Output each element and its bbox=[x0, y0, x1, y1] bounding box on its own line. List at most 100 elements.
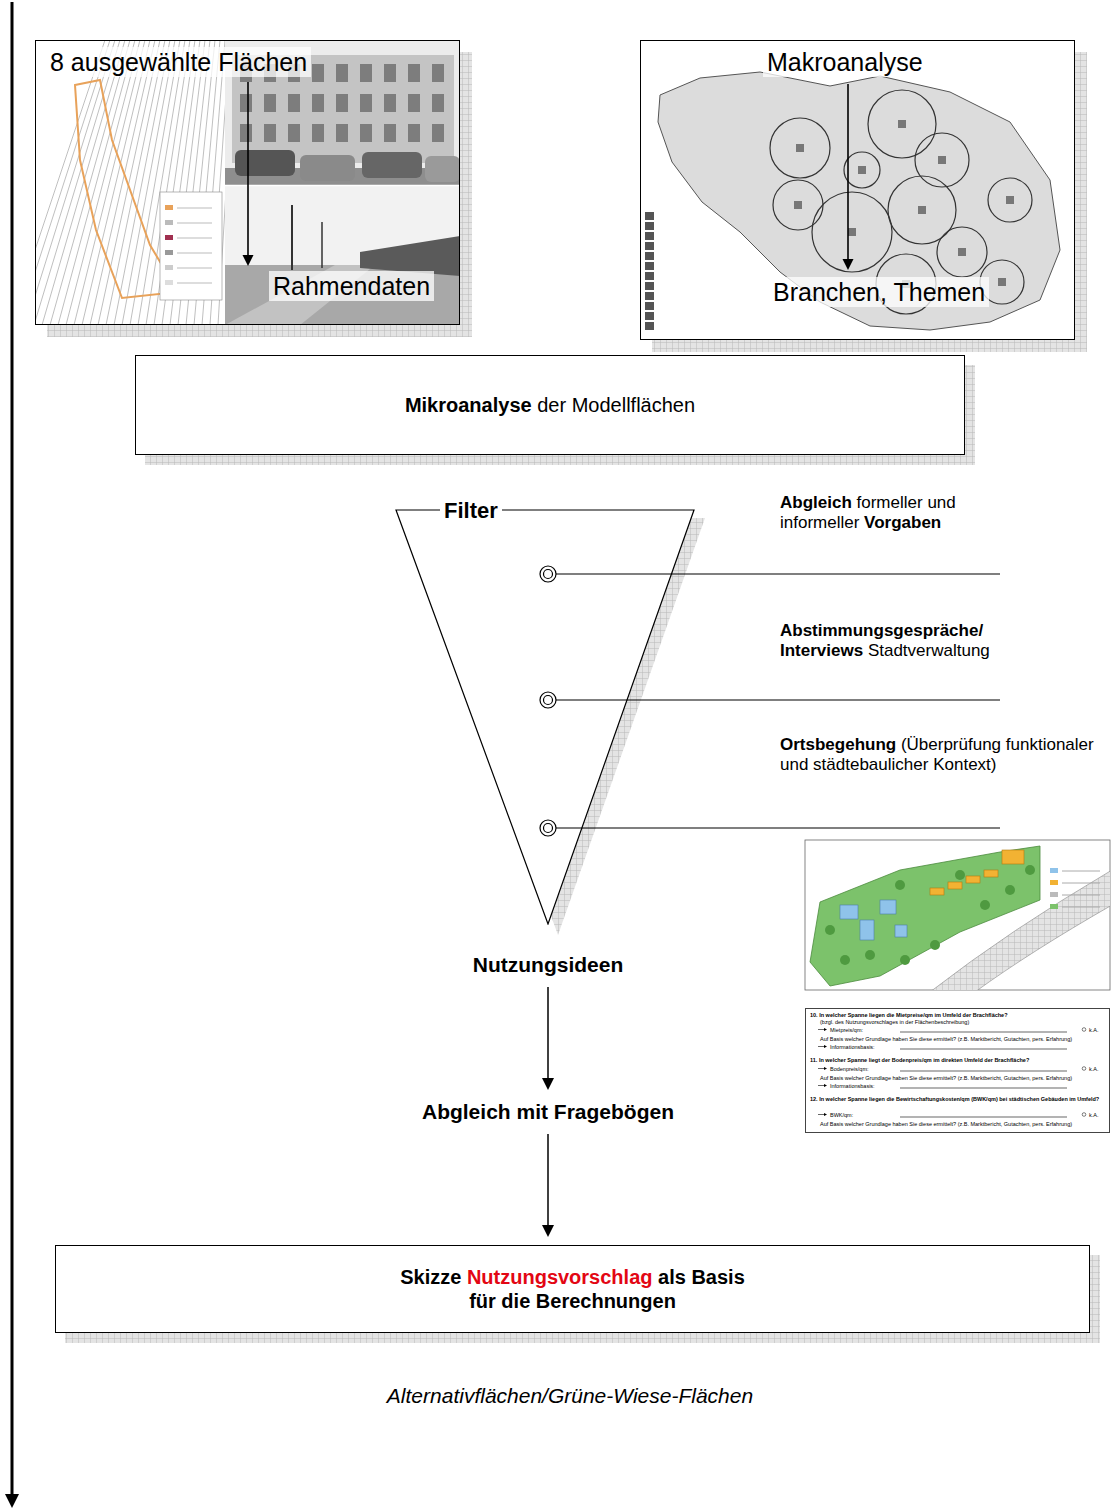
text-word: direkten bbox=[941, 1057, 962, 1063]
filter-marker bbox=[540, 692, 556, 708]
cluster-circle bbox=[844, 152, 880, 188]
form-arrow-head bbox=[824, 1067, 827, 1070]
text-word: Gutachten, bbox=[1004, 1121, 1031, 1127]
photo-lamp bbox=[291, 205, 293, 270]
plan-legend-line bbox=[1062, 907, 1100, 908]
form-text: 12. In welcher Spanne liegen die Bewirts… bbox=[810, 1096, 1106, 1102]
text-word: Erfahrung) bbox=[1046, 1036, 1072, 1042]
text-word: der bbox=[984, 1057, 993, 1063]
cluster-circle bbox=[812, 192, 892, 272]
track-line bbox=[35, 40, 105, 325]
triangle-shape bbox=[396, 510, 694, 924]
map-legend-box bbox=[160, 192, 222, 300]
text-word: In bbox=[819, 1012, 824, 1018]
form-text: 11. In welcher Spanne liegt der Bodenpre… bbox=[810, 1057, 1029, 1063]
inner-arrow-head bbox=[843, 259, 854, 270]
form-text: Auf Basis welcher Grundlage haben Sie di… bbox=[820, 1075, 1072, 1081]
text-word: Berechnungen bbox=[536, 1290, 676, 1312]
text-word: Mietpreis/qm: bbox=[830, 1027, 863, 1033]
form-arrow bbox=[818, 1046, 825, 1047]
picture-ground bbox=[640, 40, 1075, 340]
photo-car bbox=[425, 156, 460, 182]
filter-note: Abstimmungsgespräche/Interviews Stadtver… bbox=[780, 621, 1040, 662]
legend-icon bbox=[645, 272, 654, 280]
text-word: Umfeld bbox=[942, 1012, 961, 1018]
flow-arrow-head bbox=[542, 1078, 554, 1090]
site-icon bbox=[958, 248, 966, 256]
form-arrow-head bbox=[824, 1045, 827, 1048]
form-arrow bbox=[818, 1068, 825, 1069]
text-word: Grundlage bbox=[865, 1036, 891, 1042]
leader-line bbox=[556, 699, 1000, 700]
text-word: (z.B. bbox=[958, 1121, 969, 1127]
text-word: Abgleich bbox=[780, 493, 852, 512]
text-word: ausgewählte bbox=[71, 48, 211, 76]
form-arrow bbox=[818, 1085, 825, 1086]
node-text: Makroanalyse bbox=[763, 47, 927, 77]
text-word: 10. bbox=[810, 1012, 818, 1018]
text-word: und bbox=[927, 493, 955, 512]
text-word: Abstimmungsgespräche/ bbox=[780, 621, 983, 640]
text-word: Nutzungsvorschlages bbox=[845, 1019, 898, 1025]
text-word: Informationsbasis: bbox=[830, 1083, 875, 1089]
legend-icon bbox=[645, 292, 654, 300]
legend-icon bbox=[645, 312, 654, 320]
plan-tree bbox=[930, 940, 940, 950]
map-legend-swatch bbox=[165, 265, 173, 270]
text-word: welcher bbox=[845, 1121, 864, 1127]
node-text: Filter bbox=[440, 498, 502, 524]
plan-building-orange bbox=[930, 888, 944, 895]
text-word: Flächenbeschreibung) bbox=[915, 1019, 969, 1025]
form-arrow bbox=[818, 1114, 825, 1115]
leader-line bbox=[556, 827, 1000, 828]
flow-arrow bbox=[547, 987, 549, 1079]
photo-window bbox=[312, 64, 324, 82]
filter-marker-inner bbox=[544, 570, 553, 579]
text-word: Basis bbox=[691, 1266, 744, 1288]
text-word: Modellflächen bbox=[572, 394, 695, 416]
text-word: welcher bbox=[845, 1036, 864, 1042]
site-icon bbox=[998, 278, 1006, 286]
leader-line bbox=[556, 573, 1000, 574]
text-word: Stadtverwaltung bbox=[868, 641, 990, 660]
text-word: und bbox=[780, 755, 808, 774]
form-text: k.A. bbox=[1089, 1066, 1098, 1072]
text-word: welcher bbox=[825, 1057, 845, 1063]
text-word: Gutachten, bbox=[1004, 1075, 1031, 1081]
site-icon bbox=[794, 201, 802, 209]
track-line bbox=[106, 40, 165, 325]
text-word: In bbox=[819, 1096, 824, 1102]
plan-legend-line bbox=[1062, 895, 1100, 896]
text-word: Grundlage bbox=[865, 1075, 891, 1081]
legend-icon bbox=[645, 232, 654, 240]
text-word: die bbox=[501, 1290, 530, 1312]
form-field-line bbox=[900, 1049, 1067, 1050]
text-word: Kontext) bbox=[933, 755, 996, 774]
text-word: Spanne bbox=[848, 1096, 868, 1102]
cluster-circle bbox=[937, 227, 987, 277]
plan-tree bbox=[980, 900, 990, 910]
text-word: k.A. bbox=[1089, 1066, 1098, 1072]
text-word: ermittelt? bbox=[933, 1036, 956, 1042]
form-text: Auf Basis welcher Grundlage haben Sie di… bbox=[820, 1121, 1072, 1127]
map-legend-swatch bbox=[165, 220, 173, 225]
form-text: Bodenpreis/qm: bbox=[830, 1066, 869, 1072]
text-word: Filter bbox=[444, 498, 498, 523]
text-word: Sie bbox=[909, 1036, 917, 1042]
step-label: Alternativflächen/Grüne-Wiese-Flächen bbox=[270, 1383, 870, 1408]
plan-legend-swatch bbox=[1050, 904, 1058, 909]
map-legend-swatch bbox=[165, 235, 173, 240]
node-text: Branchen, Themen bbox=[769, 277, 989, 307]
text-word: der bbox=[537, 394, 566, 416]
text-word: Nutzungsvorschlag bbox=[467, 1266, 653, 1288]
text-word: 12. bbox=[810, 1096, 818, 1102]
cluster-circle bbox=[915, 133, 969, 187]
text-word: Umfeld bbox=[964, 1057, 983, 1063]
text-word: Bodenpreis/qm bbox=[892, 1057, 932, 1063]
text-word: Gutachten, bbox=[1004, 1036, 1031, 1042]
plan-building-orange bbox=[948, 882, 962, 889]
photo-window bbox=[336, 64, 348, 82]
text-word: mit bbox=[517, 1100, 549, 1123]
text-word: Fragebögen bbox=[554, 1100, 674, 1123]
text-word: Branchen, bbox=[773, 278, 887, 306]
